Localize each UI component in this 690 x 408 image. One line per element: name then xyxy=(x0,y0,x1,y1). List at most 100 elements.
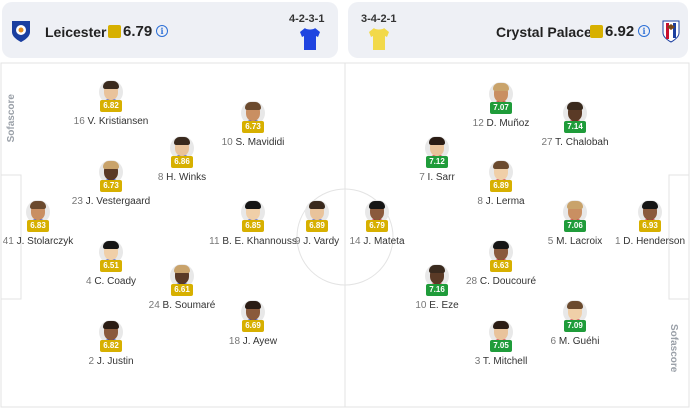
away-player-8[interactable]: 7.14 27 T. Chalobah xyxy=(530,101,620,161)
player-name: V. Kristiansen xyxy=(84,116,149,127)
player-name: T. Chalobah xyxy=(552,137,609,148)
player-rating-badge: 6.73 xyxy=(242,121,264,133)
player-number: 10 xyxy=(221,137,233,148)
player-rating-badge: 6.82 xyxy=(100,340,122,352)
player-name-label: 10 S. Mavididi xyxy=(198,137,308,148)
player-name-label: 27 T. Chalobah xyxy=(520,137,630,148)
player-number: 11 xyxy=(209,236,220,247)
player-number: 27 xyxy=(541,137,553,148)
away-info-icon[interactable]: i xyxy=(638,25,650,37)
player-number: 18 xyxy=(228,336,241,347)
player-number: 12 xyxy=(472,118,484,129)
player-name: J. Lerma xyxy=(482,196,525,207)
player-number: 3 xyxy=(474,356,481,367)
player-rating-badge: 6.61 xyxy=(171,284,193,296)
sofascore-watermark-right: Sofascore xyxy=(668,324,679,373)
player-name-label: 16 V. Kristiansen xyxy=(56,116,166,127)
player-number: 2 xyxy=(88,356,95,367)
player-rating-badge: 6.63 xyxy=(490,260,512,272)
home-shirt-icon xyxy=(300,28,320,50)
player-name-label: 3 T. Mitchell xyxy=(446,356,556,367)
player-number: 9 xyxy=(294,236,301,247)
player-name-label: 24 B. Soumaré xyxy=(127,300,237,311)
player-name-label: 6 M. Guéhi xyxy=(520,336,630,347)
player-name-label: 41 J. Stolarczyk xyxy=(0,236,93,247)
player-number: 41 xyxy=(2,236,14,247)
player-name-label: 8 J. Lerma xyxy=(446,196,556,207)
leicester-crest-icon xyxy=(12,21,30,42)
player-name: C. Doucouré xyxy=(477,276,537,287)
player-number: 23 xyxy=(71,196,83,207)
home-player-5[interactable]: 6.82 2 J. Justin xyxy=(66,320,156,380)
player-rating-badge: 7.09 xyxy=(564,320,586,332)
player-name-label: 9 J. Vardy xyxy=(262,236,372,247)
player-name-label: 18 J. Ayew xyxy=(198,336,308,347)
player-name-label: 23 J. Vestergaard xyxy=(56,196,166,207)
player-rating-badge: 7.16 xyxy=(426,284,448,296)
player-name-label: 14 J. Mateta xyxy=(322,236,432,247)
away-rating-square xyxy=(590,25,603,38)
away-team-card[interactable]: 3-4-2-1 Crystal Palace 6.92 i xyxy=(348,2,688,58)
player-number: 6 xyxy=(550,336,557,347)
player-name: J. Vestergaard xyxy=(82,196,151,207)
player-number: 4 xyxy=(85,276,92,287)
pitch-markings xyxy=(0,62,690,408)
player-name: D. Muñoz xyxy=(483,118,530,129)
home-player-3[interactable]: 6.83 41 J. Stolarczyk xyxy=(0,200,83,260)
player-rating-badge: 6.93 xyxy=(639,220,661,232)
player-rating-badge: 6.89 xyxy=(490,180,512,192)
player-rating-badge: 6.51 xyxy=(100,260,122,272)
player-name: D. Henderson xyxy=(620,236,686,247)
away-team-rating: 6.92 xyxy=(605,23,635,40)
player-rating-badge: 6.73 xyxy=(100,180,122,192)
player-rating-badge: 6.79 xyxy=(366,220,388,232)
home-info-icon[interactable]: i xyxy=(156,25,168,37)
player-name: J. Stolarczyk xyxy=(13,236,74,247)
home-player-8[interactable]: 6.73 10 S. Mavididi xyxy=(208,101,298,161)
player-name-label: 1 D. Henderson xyxy=(595,236,690,247)
player-name-label: 28 C. Doucouré xyxy=(446,276,556,287)
player-name-label: 8 H. Winks xyxy=(127,172,237,183)
player-name: E. Eze xyxy=(426,300,459,311)
player-rating-badge: 6.83 xyxy=(27,220,49,232)
home-player-2[interactable]: 6.73 23 J. Vestergaard xyxy=(66,160,156,220)
player-rating-badge: 6.86 xyxy=(171,156,193,168)
player-name: B. E. Khannouss xyxy=(219,236,297,247)
home-rating-square xyxy=(108,25,121,38)
player-rating-badge: 7.12 xyxy=(426,156,448,168)
player-name: J. Justin xyxy=(94,356,134,367)
player-rating-badge: 7.14 xyxy=(564,121,586,133)
home-formation: 4-2-3-1 xyxy=(289,13,325,25)
player-rating-badge: 7.05 xyxy=(490,340,512,352)
player-name: M. Lacroix xyxy=(553,236,603,247)
player-name-label: 10 E. Eze xyxy=(382,300,492,311)
player-name-label: 2 J. Justin xyxy=(56,356,166,367)
player-name: M. Guéhi xyxy=(556,336,600,347)
player-name: S. Mavididi xyxy=(232,137,285,148)
player-name-label: 4 C. Coady xyxy=(56,276,166,287)
away-player-10[interactable]: 7.09 6 M. Guéhi xyxy=(530,300,620,360)
player-number: 5 xyxy=(547,236,554,247)
home-team-card[interactable]: Leicester 6.79 i 4-2-3-1 xyxy=(2,2,338,58)
sofascore-watermark-left: Sofascore xyxy=(6,94,17,143)
player-number: 16 xyxy=(73,116,85,127)
player-number: 7 xyxy=(419,172,425,183)
player-rating-badge: 6.89 xyxy=(306,220,328,232)
